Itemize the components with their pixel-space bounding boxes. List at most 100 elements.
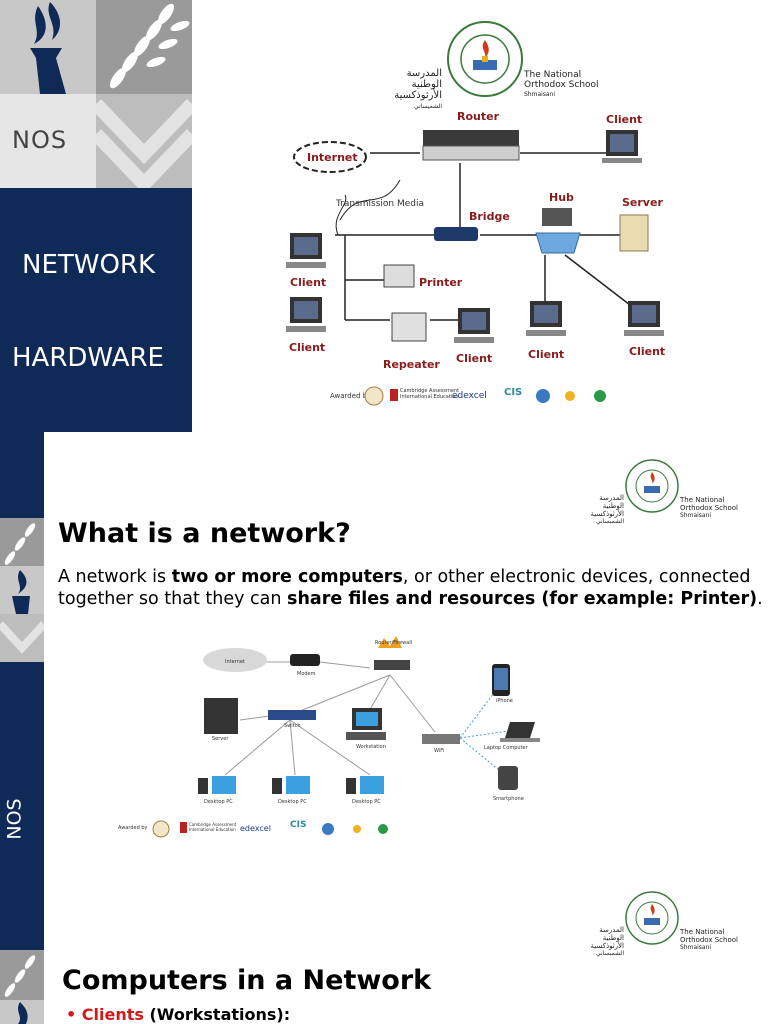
partner-logo-icon [536, 389, 550, 403]
school-name-arabic: المدرسة الوطنية الأرثوذكسية الشميساني [574, 926, 624, 958]
edexcel-text: edexcel [240, 824, 271, 833]
desktop-pc-1-icon [198, 776, 236, 794]
edexcel-text: edexcel [452, 391, 487, 401]
router-icon [422, 130, 520, 161]
label-internet-2: Internet [225, 659, 245, 665]
bridge-icon [434, 227, 478, 241]
awarded-by-text: Awarded by [330, 392, 372, 400]
crest-icon [364, 386, 384, 406]
cambridge-shield-icon [180, 822, 187, 833]
label-client-mid: Client [456, 352, 493, 365]
school-logo-slide-2: المدرسة الوطنية الأرثوذكسية الشميساني Th… [574, 458, 744, 525]
label-client-top: Client [606, 113, 643, 126]
school-logo: المدرسة الوطنية الأرثوذكسية الشميساني Th… [372, 20, 602, 110]
school-name-ar-1: المدرسة [599, 494, 624, 502]
label-server-2: Server [212, 736, 229, 742]
body-text-2: , or other electronic devices, connected… [58, 567, 751, 609]
bullet-keyword: Clients [81, 1005, 144, 1024]
chevron-icon [0, 621, 44, 654]
school-branch-en: Shmaisani [680, 944, 712, 951]
cis-text: CIS [290, 820, 307, 830]
slide-title-line-1: NETWORK [22, 250, 156, 280]
torch-icon [30, 2, 66, 94]
label-hub: Hub [549, 191, 574, 204]
label-bridge: Bridge [469, 210, 510, 223]
school-name-en-1: The National [524, 70, 582, 80]
laurel-icon [4, 523, 36, 565]
school-name-en-2: Orthodox School [524, 80, 599, 90]
school-name-ar-2: الوطنية الأرثوذكسية [394, 79, 442, 101]
server-icon [619, 214, 649, 252]
label-workstation: Workstation [356, 744, 386, 750]
label-client-left2: Client [289, 341, 326, 354]
label-smartphone: Smartphone [493, 796, 524, 802]
slide-1-side-panel: NOS NETWORK HARDWARE [0, 0, 192, 432]
cambridge-shield-icon [390, 389, 398, 401]
torch-icon [18, 1002, 28, 1024]
sun-logo-icon [353, 825, 361, 833]
torch-icon [12, 570, 30, 614]
laurel-tile [96, 0, 192, 94]
eco-logo-icon [378, 824, 388, 834]
label-router: Router [457, 110, 500, 123]
network-diagram-2 [198, 636, 540, 794]
bullet-text: (Workstations): [143, 1005, 291, 1024]
label-modem: Modem [297, 671, 316, 677]
label-router-firewall: Router/Firewall [375, 640, 413, 646]
label-printer: Printer [419, 276, 463, 289]
cloud-icon [203, 648, 267, 672]
server-icon [204, 698, 238, 734]
wifi-router-icon [422, 734, 460, 744]
label-desktop-3: Desktop PC [352, 799, 381, 805]
chevron-tile-2 [0, 614, 44, 662]
eco-logo-icon [594, 390, 606, 402]
client-left1-computer-icon [286, 233, 326, 268]
torch-tile [0, 0, 96, 94]
label-switch: Switch [284, 723, 301, 729]
label-repeater: Repeater [383, 358, 440, 371]
slide-2-body: A network is two or more computers, or o… [58, 566, 763, 610]
school-logo-slide-3: المدرسة الوطنية الأرثوذكسية الشميساني Th… [574, 890, 744, 957]
school-name-en-1: The National [680, 928, 725, 936]
label-transmission-media: Transmission Media [336, 199, 425, 209]
school-branch-ar: الشميساني [596, 518, 624, 525]
laurel-tile-2 [0, 518, 44, 566]
laptop-icon [500, 722, 540, 742]
accreditation-strip-2: Awarded by Cambridge Assessment Internat… [118, 820, 418, 840]
school-seal-icon [625, 459, 679, 513]
slide-2-side-panel: NOS [0, 432, 44, 1024]
slide-title-line-2: HARDWARE [12, 343, 164, 373]
school-name-ar-2: الوطنية الأرثوذكسية [590, 934, 624, 950]
body-bold-2: share files and resources (for example: … [287, 589, 758, 609]
school-name-arabic: المدرسة الوطنية الأرثوذكسية الشميساني [372, 68, 442, 112]
client-mid2-computer-icon [526, 301, 566, 336]
school-branch-en: Shmaisani [680, 512, 712, 519]
sun-logo-icon [565, 391, 575, 401]
printer-icon [383, 264, 415, 288]
network-hardware-diagram [286, 130, 664, 343]
client-top-computer-icon [602, 130, 642, 163]
repeater-icon [391, 312, 427, 342]
label-iphone: iPhone [496, 698, 513, 704]
slide-2-title: What is a network? [58, 518, 351, 549]
school-name-en-2: Orthodox School [680, 504, 738, 512]
cis-text: CIS [504, 387, 523, 398]
torch-tile-2 [0, 566, 44, 614]
body-text-3: . [757, 589, 763, 609]
label-client-mid2: Client [528, 348, 565, 361]
desktop-pc-3-icon [346, 776, 384, 794]
laurel-icon [109, 3, 190, 89]
body-text-1: A network is [58, 567, 172, 587]
school-name-ar-1: المدرسة [599, 926, 624, 934]
chevron-icon [96, 99, 192, 188]
school-seal-icon [625, 891, 679, 945]
label-internet: Internet [307, 151, 358, 164]
school-seal-icon [447, 21, 523, 97]
slide-1: NOS NETWORK HARDWARE المدرسة الوطنية الأ… [0, 0, 768, 432]
school-name-english: The National Orthodox School Shmaisani [680, 496, 744, 520]
school-branch-ar: الشميساني [596, 950, 624, 957]
school-name-english: The National Orthodox School Shmaisani [680, 928, 744, 952]
label-client-right: Client [629, 345, 666, 358]
nos-tile [0, 94, 96, 188]
school-name-english: The National Orthodox School Shmaisani [524, 70, 602, 100]
